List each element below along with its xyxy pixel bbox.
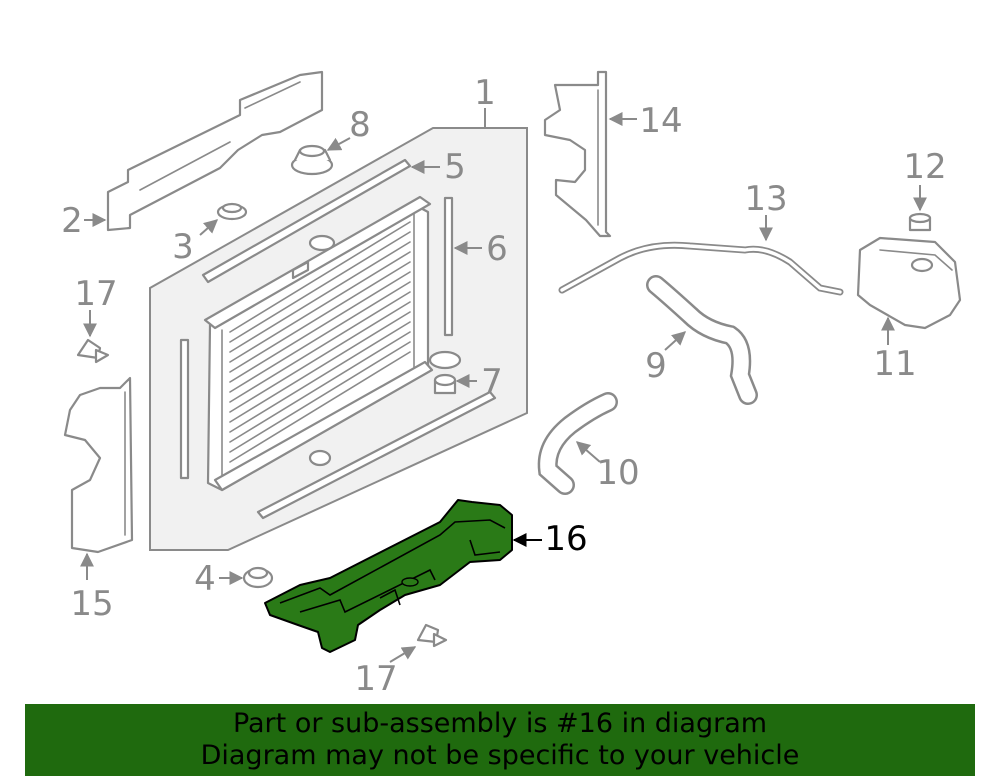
callout-16: 16 (544, 519, 587, 559)
callout-13: 13 (744, 179, 787, 219)
callout-17-lower: 17 (354, 659, 397, 699)
callout-4: 4 (194, 559, 216, 599)
reservoir-tank (856, 236, 962, 330)
callout-12: 12 (903, 147, 946, 187)
clip-upper (76, 338, 110, 364)
lower-air-guide-highlighted (264, 499, 513, 653)
seal-strip-upper (201, 158, 412, 284)
callout-14: 14 (639, 101, 682, 141)
seal-strip-left (179, 338, 190, 480)
upper-bracket (106, 70, 324, 232)
info-banner: Part or sub-assembly is #16 in diagram D… (25, 704, 975, 776)
grommet-lower (242, 566, 274, 589)
radiator-cap (290, 144, 334, 176)
banner-line-1: Part or sub-assembly is #16 in diagram (232, 708, 768, 739)
parts-diagram: 1 2 3 4 5 6 7 8 9 10 11 12 13 14 15 16 1… (61, 70, 962, 699)
callout-5: 5 (444, 147, 466, 187)
grommet-upper (216, 202, 248, 221)
callout-9: 9 (645, 346, 667, 386)
leader-17b (389, 646, 417, 663)
drain-plug (428, 350, 462, 395)
air-guide-left (63, 376, 134, 554)
callout-11: 11 (873, 344, 916, 384)
leader-3 (199, 219, 219, 236)
radiator-assembly (149, 127, 528, 551)
reservoir-cap (908, 212, 932, 232)
clip-lower (416, 623, 448, 648)
leader-9 (664, 331, 687, 351)
leader-8 (326, 137, 351, 151)
leader-10 (575, 441, 601, 463)
banner-line-2: Diagram may not be specific to your vehi… (200, 740, 800, 771)
callout-6: 6 (486, 229, 508, 269)
air-guide-right (543, 70, 612, 238)
callout-15: 15 (70, 584, 113, 624)
callout-10: 10 (596, 453, 639, 493)
callout-1: 1 (474, 73, 496, 113)
callout-17-upper: 17 (74, 274, 117, 314)
callout-3: 3 (172, 227, 194, 267)
seal-strip-side (443, 196, 454, 337)
callout-2: 2 (61, 201, 83, 241)
callout-8: 8 (349, 105, 371, 145)
seal-strip-lower (256, 390, 497, 520)
callout-7: 7 (481, 362, 503, 402)
